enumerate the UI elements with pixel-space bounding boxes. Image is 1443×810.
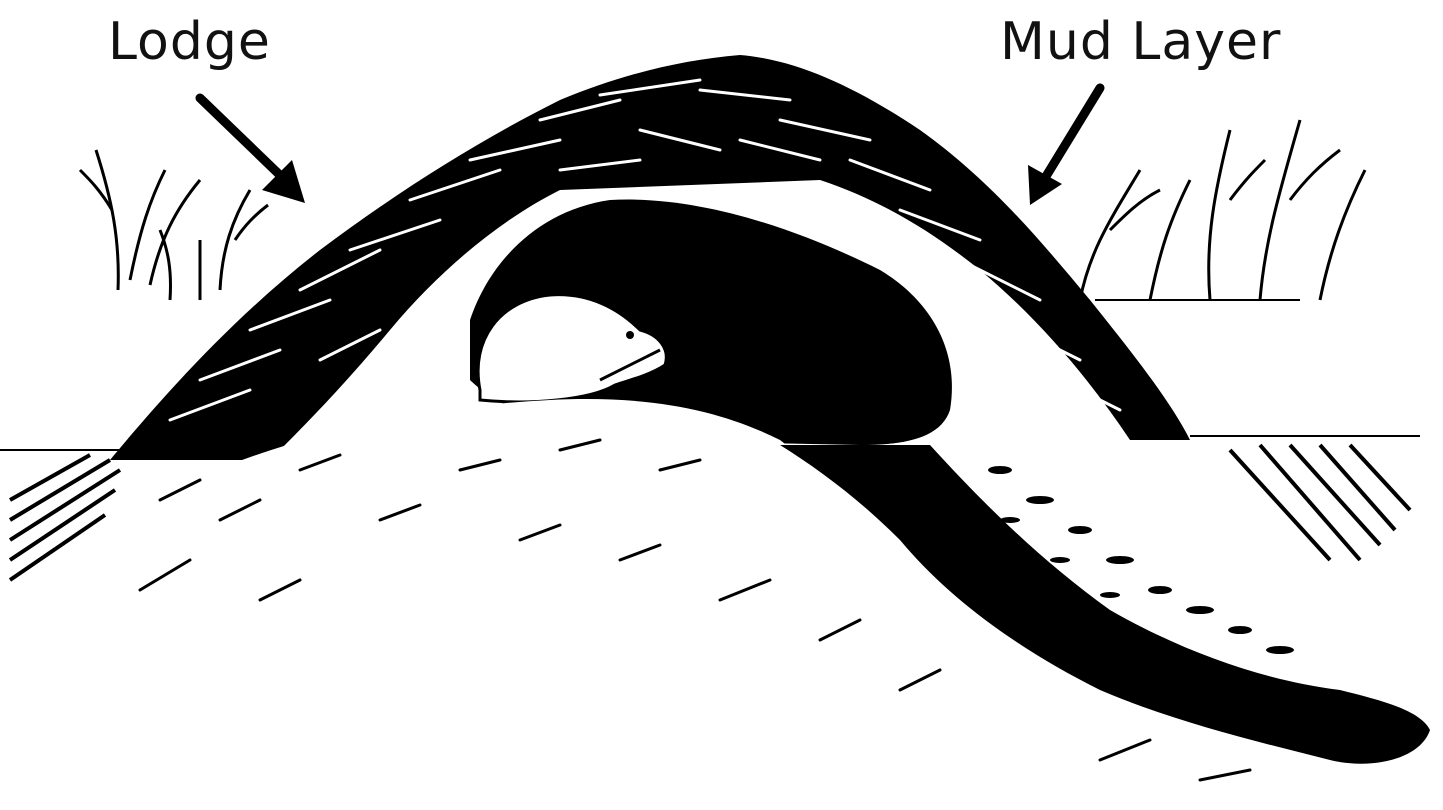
water-hatching-right [1230,445,1410,560]
mud-layer-arrow [1028,88,1100,205]
background-trees-left [80,150,268,300]
lodge-label: Lodge [108,16,271,68]
lodge-arrow [200,98,305,203]
background-trees-right [1080,120,1365,300]
mud-layer-label: Mud Layer [1000,16,1281,68]
